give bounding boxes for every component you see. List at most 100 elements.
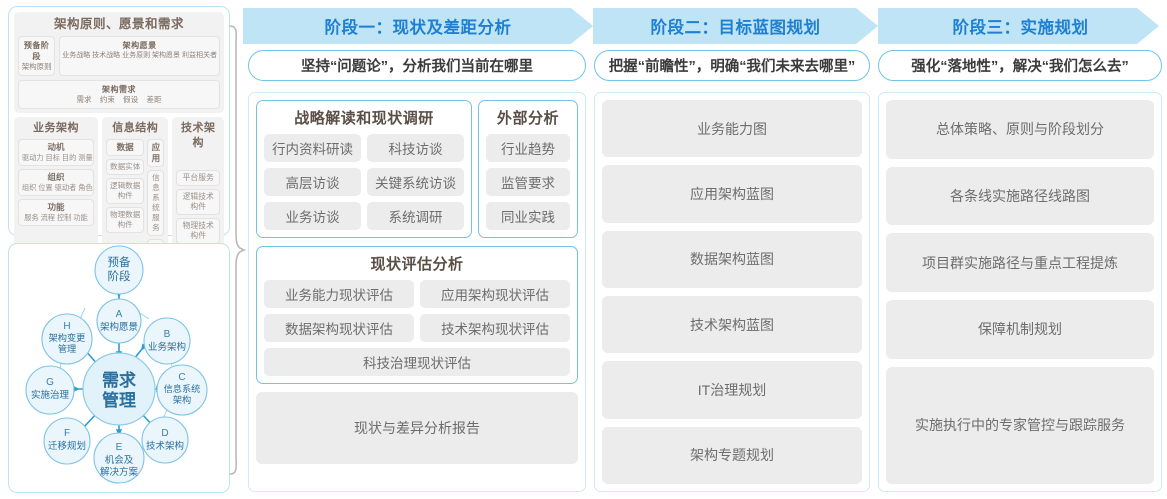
chip-sub: 物理数据构件 bbox=[110, 210, 141, 229]
prep-phase-box: 预备阶段 架构原则 bbox=[18, 36, 56, 76]
chip-sub: 组织 位置 驱动者 角色 bbox=[22, 183, 93, 192]
strategy-research-tiles: 行内资料研读 科技访谈 高层访谈 关键系统访谈 业务访谈 系统调研 bbox=[264, 134, 464, 230]
phase-header-1[interactable]: 阶段一：现状及差距分析 bbox=[243, 8, 593, 44]
chip-title: 组织 bbox=[47, 172, 65, 182]
architecture-requirements-sub: 需求 约束 假设 差距 bbox=[76, 95, 162, 104]
phase-subtitle-1-label: 坚持“问题论”，分析我们当前在哪里 bbox=[301, 59, 533, 75]
list-item[interactable]: 业务能力现状评估 bbox=[264, 280, 414, 308]
adm-node-b bbox=[143, 317, 191, 365]
list-item: 组织 组织 位置 驱动者 角色 bbox=[18, 169, 94, 196]
list-item[interactable]: 科技治理现状评估 bbox=[264, 348, 570, 376]
list-item[interactable]: 科技访谈 bbox=[367, 134, 464, 162]
prep-phase-title: 预备阶段 bbox=[23, 41, 50, 61]
list-item[interactable]: 高层访谈 bbox=[264, 168, 361, 196]
phase-subtitle-2: 把握“前瞻性”，明确“我们未来去哪里” bbox=[594, 50, 870, 81]
architecture-vision-sub: 业务战略 技术战略 业务原则 架构愿景 利益相关者 bbox=[62, 52, 217, 59]
external-analysis-title: 外部分析 bbox=[496, 110, 559, 127]
list-item[interactable]: 数据架构蓝图 bbox=[602, 230, 862, 288]
phase-subtitle-3-label: 强化“落地性”，解决“我们怎么去” bbox=[911, 59, 1129, 75]
chip-sub: 数据实体 bbox=[110, 162, 141, 171]
phase-header-2-label: 阶段二：目标蓝图规划 bbox=[650, 19, 821, 37]
list-item: 物理数据构件 bbox=[106, 207, 145, 233]
phase-header-bar: 阶段一：现状及差距分析 阶段二：目标蓝图规划 阶段三：实施规划 bbox=[243, 8, 1163, 44]
svg-text:业务架构: 业务架构 bbox=[148, 341, 186, 353]
list-item[interactable]: 系统调研 bbox=[367, 202, 464, 230]
list-item[interactable]: 架构专题规划 bbox=[602, 426, 862, 484]
adm-node-e bbox=[93, 432, 145, 484]
phase-subtitle-3: 强化“落地性”，解决“我们怎么去” bbox=[878, 50, 1162, 81]
architecture-vision-title: 架构愿景 bbox=[122, 41, 157, 50]
chip-title: 功能 bbox=[47, 202, 65, 212]
list-item[interactable]: 技术架构现状评估 bbox=[420, 314, 570, 342]
list-item: 逻辑技术构件 bbox=[176, 189, 220, 215]
svg-text:架构变更: 架构变更 bbox=[49, 332, 86, 343]
brace-connector-icon bbox=[229, 25, 246, 475]
list-item[interactable]: 行内资料研读 bbox=[264, 134, 361, 162]
list-item[interactable]: 保障机制规划 bbox=[886, 300, 1154, 359]
business-architecture-header: 业务架构 bbox=[33, 122, 79, 134]
phase-header-2[interactable]: 阶段二：目标蓝图规划 bbox=[593, 8, 878, 44]
strategy-research-title: 战略解读和现状调研 bbox=[294, 110, 434, 127]
list-item[interactable]: IT治理规划 bbox=[602, 361, 862, 419]
architecture-vision-box: 架构愿景 业务战略 技术战略 业务原则 架构愿景 利益相关者 bbox=[59, 36, 220, 76]
list-item: 数据实体 bbox=[106, 159, 145, 175]
list-item[interactable]: 业务能力图 bbox=[602, 100, 862, 158]
list-item: 逻辑数据构件 bbox=[106, 178, 145, 204]
list-item[interactable]: 关键系统访谈 bbox=[367, 168, 464, 196]
phase-2-panel: 业务能力图 应用架构蓝图 数据架构蓝图 技术架构蓝图 IT治理规划 架构专题规划 bbox=[594, 92, 870, 492]
list-item[interactable]: 项目群实施路径与重点工程提炼 bbox=[886, 233, 1154, 293]
list-item[interactable]: 总体策略、原则与阶段划分 bbox=[886, 100, 1154, 159]
list-item: 物理技术构件 bbox=[176, 218, 220, 244]
adm-center-node bbox=[82, 352, 156, 426]
left-reference-panel: 架构原则、愿景和需求 预备阶段 架构原则 架构愿景 业务战略 技术战略 业务原则… bbox=[8, 6, 230, 493]
list-item: 动机 驱动力 目标 目的 测量 bbox=[18, 139, 94, 166]
togaf-title: 架构原则、愿景和需求 bbox=[53, 17, 184, 31]
chip-sub: 逻辑技术构件 bbox=[182, 192, 214, 211]
phase-subtitle-2-label: 把握“前瞻性”，明确“我们未来去哪里” bbox=[608, 59, 856, 75]
list-item[interactable]: 业务访谈 bbox=[264, 202, 361, 230]
svg-text:阶段: 阶段 bbox=[108, 269, 131, 283]
svg-text:管理: 管理 bbox=[58, 343, 76, 354]
chip-title: 应用 bbox=[151, 142, 161, 163]
chip-sub: 信息系统服务 bbox=[152, 173, 160, 232]
phase-3-item-list: 总体策略、原则与阶段划分 各条线实施路径线路图 项目群实施路径与重点工程提炼 保… bbox=[886, 100, 1154, 485]
adm-center-label-1: 需求 bbox=[102, 370, 136, 390]
list-item[interactable]: 行业趋势 bbox=[486, 134, 570, 162]
svg-text:G: G bbox=[46, 377, 54, 388]
gap-analysis-report-tile[interactable]: 现状与差异分析报告 bbox=[256, 392, 578, 464]
chevron-right-icon bbox=[856, 8, 882, 44]
list-item[interactable]: 应用架构蓝图 bbox=[602, 165, 862, 223]
architecture-requirements-box: 架构需求 需求 约束 假设 差距 bbox=[18, 80, 220, 109]
list-item[interactable]: 数据架构现状评估 bbox=[264, 314, 414, 342]
prep-phase-sub: 架构原则 bbox=[21, 62, 52, 71]
list-item[interactable]: 各条线实施路径线路图 bbox=[886, 166, 1154, 226]
svg-text:A: A bbox=[116, 309, 123, 320]
list-item[interactable]: 技术架构蓝图 bbox=[602, 295, 862, 354]
adm-node-prep bbox=[94, 245, 144, 295]
list-item: 应用 bbox=[147, 139, 165, 167]
architecture-principles-section: 架构原则、愿景和需求 预备阶段 架构原则 架构愿景 业务战略 技术战略 业务原则… bbox=[14, 12, 224, 113]
chip-sub: 物理技术构件 bbox=[182, 221, 214, 240]
list-item[interactable]: 同业实践 bbox=[486, 202, 570, 230]
adm-cycle-card: 需求 管理 预备 阶段 A 架构愿景 B 业务架构 C 信息系统 架构 D 技术… bbox=[8, 243, 230, 493]
chevron-right-icon bbox=[571, 8, 597, 44]
current-state-assessment-box: 现状评估分析 业务能力现状评估 应用架构现状评估 数据架构现状评估 技术架构现状… bbox=[256, 246, 578, 384]
svg-text:F: F bbox=[64, 428, 70, 439]
phase-header-3[interactable]: 阶段三：实施规划 bbox=[878, 8, 1163, 44]
information-structure-header: 信息结构 bbox=[112, 122, 159, 134]
prep-vision-row: 预备阶段 架构原则 架构愿景 业务战略 技术战略 业务原则 架构愿景 利益相关者 bbox=[18, 36, 220, 76]
svg-text:D: D bbox=[161, 428, 168, 439]
phase-header-1-label: 阶段一：现状及差距分析 bbox=[324, 19, 512, 37]
adm-cycle-diagram: 需求 管理 预备 阶段 A 架构愿景 B 业务架构 C 信息系统 架构 D 技术… bbox=[25, 245, 208, 484]
svg-text:B: B bbox=[164, 329, 171, 340]
adm-node-d bbox=[141, 416, 189, 464]
list-item[interactable]: 监管要求 bbox=[486, 168, 570, 196]
svg-text:预备: 预备 bbox=[108, 255, 131, 269]
adm-node-f bbox=[43, 417, 91, 465]
list-item: 功能 服务 流程 控制 功能 bbox=[18, 199, 94, 226]
phase-2-item-list: 业务能力图 应用架构蓝图 数据架构蓝图 技术架构蓝图 IT治理规划 架构专题规划 bbox=[602, 100, 862, 484]
svg-text:架构愿景: 架构愿景 bbox=[100, 321, 138, 333]
phase-1-panel: 战略解读和现状调研 行内资料研读 科技访谈 高层访谈 关键系统访谈 业务访谈 系… bbox=[248, 92, 586, 492]
list-item[interactable]: 实施执行中的专家管控与跟踪服务 bbox=[886, 366, 1154, 485]
list-item[interactable]: 应用架构现状评估 bbox=[420, 280, 570, 308]
